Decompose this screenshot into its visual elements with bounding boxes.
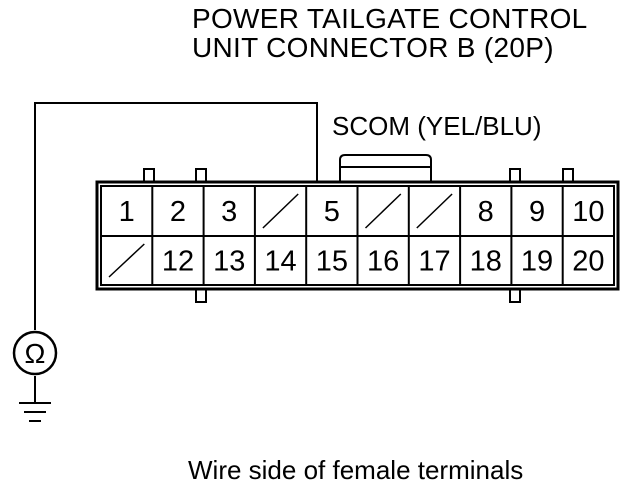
terminal-number: 20	[572, 246, 604, 278]
ohm-symbol: Ω	[25, 338, 46, 369]
ohmmeter-icon: Ω	[12, 330, 58, 376]
terminal-number: 2	[170, 196, 186, 228]
guide-pins-bottom	[195, 288, 521, 303]
empty-cavity-slash	[416, 193, 453, 229]
test-lead-wire	[34, 102, 318, 330]
terminal-number: 17	[418, 246, 450, 278]
terminal-12: 12	[162, 246, 194, 278]
terminal-3: 3	[221, 196, 237, 228]
terminal-number: 19	[521, 246, 553, 278]
caption: Wire side of female terminals	[188, 455, 524, 485]
terminal-number: 13	[213, 246, 245, 278]
terminal-empty	[262, 193, 299, 229]
terminal-1: 1	[119, 196, 135, 228]
terminal-16: 16	[367, 246, 399, 278]
terminal-number: 8	[478, 196, 494, 228]
terminal-number: 18	[470, 246, 502, 278]
terminal-number: 10	[572, 196, 604, 228]
terminal-18: 18	[470, 246, 502, 278]
empty-cavity-slash	[364, 193, 402, 229]
terminal-number: 1	[119, 196, 135, 228]
terminal-8: 8	[478, 196, 494, 228]
empty-cavity-slash	[108, 243, 145, 278]
empty-cavity-slash	[262, 193, 299, 229]
terminal-17: 17	[418, 246, 450, 278]
ground-icon	[19, 402, 51, 422]
guide-pins-top	[143, 168, 574, 183]
terminal-19: 19	[521, 246, 553, 278]
wire-label-scom: SCOM (YEL/BLU)	[332, 111, 542, 141]
terminal-10: 10	[572, 196, 604, 228]
title-line-1: POWER TAILGATE CONTROL	[192, 3, 588, 34]
terminal-9: 9	[529, 196, 545, 228]
terminal-2: 2	[170, 196, 186, 228]
title-line-2: UNIT CONNECTOR B (20P)	[192, 32, 554, 63]
terminal-14: 14	[264, 246, 296, 278]
terminal-empty	[416, 193, 453, 229]
terminal-number: 16	[367, 246, 399, 278]
terminal-number: 5	[324, 196, 340, 228]
terminal-empty	[108, 243, 145, 278]
terminal-number: 12	[162, 246, 194, 278]
terminal-number: 14	[264, 246, 296, 278]
terminal-13: 13	[213, 246, 245, 278]
terminal-15: 15	[316, 246, 348, 278]
terminal-empty	[364, 193, 402, 229]
terminal-number: 15	[316, 246, 348, 278]
terminal-number: 9	[529, 196, 545, 228]
terminal-number: 3	[221, 196, 237, 228]
diagram-title: POWER TAILGATE CONTROL UNIT CONNECTOR B …	[192, 4, 588, 62]
terminal-5: 5	[324, 196, 340, 228]
terminal-20: 20	[572, 246, 604, 278]
